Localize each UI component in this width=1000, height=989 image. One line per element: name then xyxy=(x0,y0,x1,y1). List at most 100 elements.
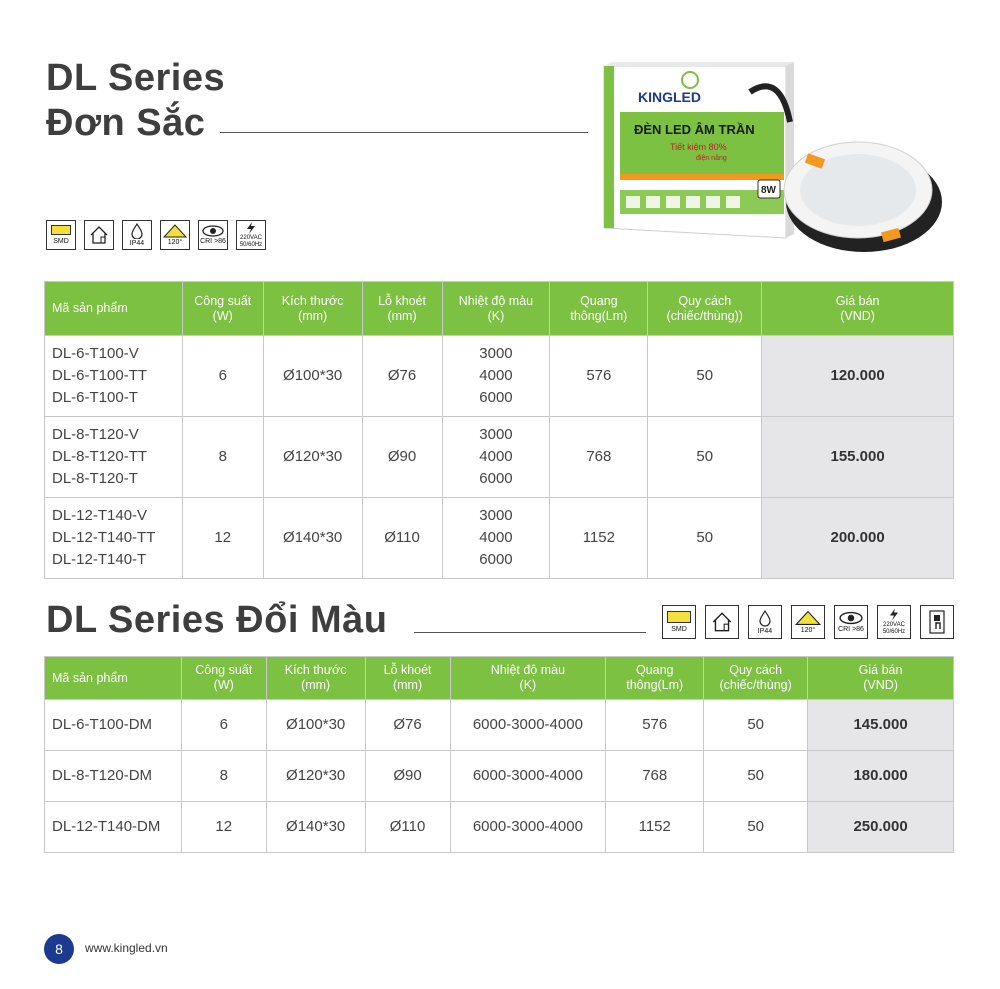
cri-eye-icon: CRI >86 xyxy=(834,605,868,639)
col-header: Giá bán (VND) xyxy=(761,281,954,336)
col-header: Quy cách (chiếc/thùng) xyxy=(703,656,809,700)
pack-cell: 50 xyxy=(647,497,763,579)
power-cell: 8 xyxy=(180,750,267,802)
temp-cell: 6000-3000-4000 xyxy=(449,699,607,751)
price-cell: 200.000 xyxy=(761,497,954,579)
pack-cell: 50 xyxy=(647,335,763,417)
box-subtitle-2: điện năng xyxy=(696,155,727,162)
size-cell: Ø100*30 xyxy=(265,699,366,751)
size-cell: Ø140*30 xyxy=(265,801,366,853)
col-header: Công suất (W) xyxy=(180,656,267,700)
lumen-cell: 576 xyxy=(605,699,705,751)
table-header-row: Mã sản phẩm Công suất (W) Kích thước (mm… xyxy=(44,281,954,336)
temp-cell: 6000-3000-4000 xyxy=(449,750,607,802)
box-brand: KINGLED xyxy=(638,89,701,105)
hole-cell: Ø110 xyxy=(361,497,443,579)
voltage-icon: 220VAC 50/60Hz xyxy=(236,220,266,250)
col-header: Mã sản phẩm xyxy=(44,656,182,700)
lumen-cell: 768 xyxy=(549,416,649,498)
product-image: KINGLED ĐÈN LED ÂM TRẦN Tiết kiệm 80% đi… xyxy=(600,62,960,262)
size-cell: Ø140*30 xyxy=(262,497,363,579)
lumen-cell: 1152 xyxy=(549,497,649,579)
indoor-home-icon xyxy=(84,220,114,250)
title-rule xyxy=(220,132,588,133)
pack-cell: 50 xyxy=(703,801,809,853)
hole-cell: Ø90 xyxy=(361,416,443,498)
price-cell: 145.000 xyxy=(807,699,954,751)
spec-icons-row-1: SMD IP44 120° CRI >86 220VAC 50/60Hz xyxy=(46,220,266,250)
ip44-water-icon: IP44 xyxy=(748,605,782,639)
col-header: Mã sản phẩm xyxy=(44,281,183,336)
col-header: Kích thước (mm) xyxy=(262,281,363,336)
table-row: DL-6-T100-DM 6 Ø100*30 Ø76 6000-3000-400… xyxy=(44,699,954,751)
lumen-cell: 576 xyxy=(549,335,649,417)
pack-cell: 50 xyxy=(647,416,763,498)
section1-title-line1: DL Series xyxy=(46,57,226,99)
hole-cell: Ø90 xyxy=(364,750,451,802)
spec-icons-row-2: SMD IP44 120° CRI >86 220VAC 50/60Hz xyxy=(662,605,954,639)
smd-chip-icon: SMD xyxy=(46,220,76,250)
col-header: Quy cách (chiếc/thùng)) xyxy=(647,281,763,336)
col-header: Giá bán (VND) xyxy=(807,656,954,700)
indoor-home-icon xyxy=(705,605,739,639)
price-cell: 155.000 xyxy=(761,416,954,498)
box-wattage: 8W xyxy=(761,185,777,196)
box-title: ĐÈN LED ÂM TRẦN xyxy=(634,122,755,137)
pack-cell: 50 xyxy=(703,699,809,751)
table-header-row: Mã sản phẩm Công suất (W) Kích thước (mm… xyxy=(44,656,954,700)
col-header: Nhiệt độ màu (K) xyxy=(449,656,607,700)
price-cell: 250.000 xyxy=(807,801,954,853)
box-subtitle: Tiết kiệm 80% xyxy=(670,142,727,152)
table-don-sac: Mã sản phẩm Công suất (W) Kích thước (mm… xyxy=(44,281,954,579)
col-header: Quang thông(Lm) xyxy=(549,281,649,336)
col-header: Lỗ khoét (mm) xyxy=(361,281,443,336)
section1-title-line2: Đơn Sắc xyxy=(46,102,206,144)
power-cell: 12 xyxy=(180,801,267,853)
col-header: Công suất (W) xyxy=(181,281,264,336)
product-code: DL-12-T140-DM xyxy=(44,801,182,853)
table-doi-mau: Mã sản phẩm Công suất (W) Kích thước (mm… xyxy=(44,656,954,853)
voltage-icon: 220VAC 50/60Hz xyxy=(877,605,911,639)
table-row: DL-8-T120-DM 8 Ø120*30 Ø90 6000-3000-400… xyxy=(44,750,954,802)
cri-eye-icon: CRI >86 xyxy=(198,220,228,250)
col-header: Kích thước (mm) xyxy=(265,656,366,700)
smd-chip-icon: SMD xyxy=(662,605,696,639)
col-header: Quang thông(Lm) xyxy=(605,656,705,700)
beam-angle-icon: 120° xyxy=(791,605,825,639)
product-code: DL-6-T100-DM xyxy=(44,699,182,751)
title-rule xyxy=(414,632,646,633)
lumen-cell: 768 xyxy=(605,750,705,802)
hole-cell: Ø76 xyxy=(361,335,443,417)
hole-cell: Ø110 xyxy=(364,801,451,853)
table-row: DL-12-T140-DM 12 Ø140*30 Ø110 6000-3000-… xyxy=(44,801,954,853)
price-cell: 180.000 xyxy=(807,750,954,802)
website-link[interactable]: www.kingled.vn xyxy=(85,941,168,955)
beam-angle-icon: 120° xyxy=(160,220,190,250)
size-cell: Ø120*30 xyxy=(265,750,366,802)
lumen-cell: 1152 xyxy=(605,801,705,853)
power-cell: 8 xyxy=(181,416,264,498)
size-cell: Ø120*30 xyxy=(262,416,363,498)
size-cell: Ø100*30 xyxy=(262,335,363,417)
power-cell: 12 xyxy=(181,497,264,579)
temp-cell: 6000-3000-4000 xyxy=(449,801,607,853)
wall-switch-icon xyxy=(920,605,954,639)
product-code: DL-8-T120-DM xyxy=(44,750,182,802)
section2-title: DL Series Đổi Màu xyxy=(46,599,388,641)
power-cell: 6 xyxy=(181,335,264,417)
price-cell: 120.000 xyxy=(761,335,954,417)
hole-cell: Ø76 xyxy=(364,699,451,751)
col-header: Nhiệt độ màu (K) xyxy=(441,281,551,336)
power-cell: 6 xyxy=(180,699,267,751)
page-number-badge: 8 xyxy=(44,934,74,964)
pack-cell: 50 xyxy=(703,750,809,802)
